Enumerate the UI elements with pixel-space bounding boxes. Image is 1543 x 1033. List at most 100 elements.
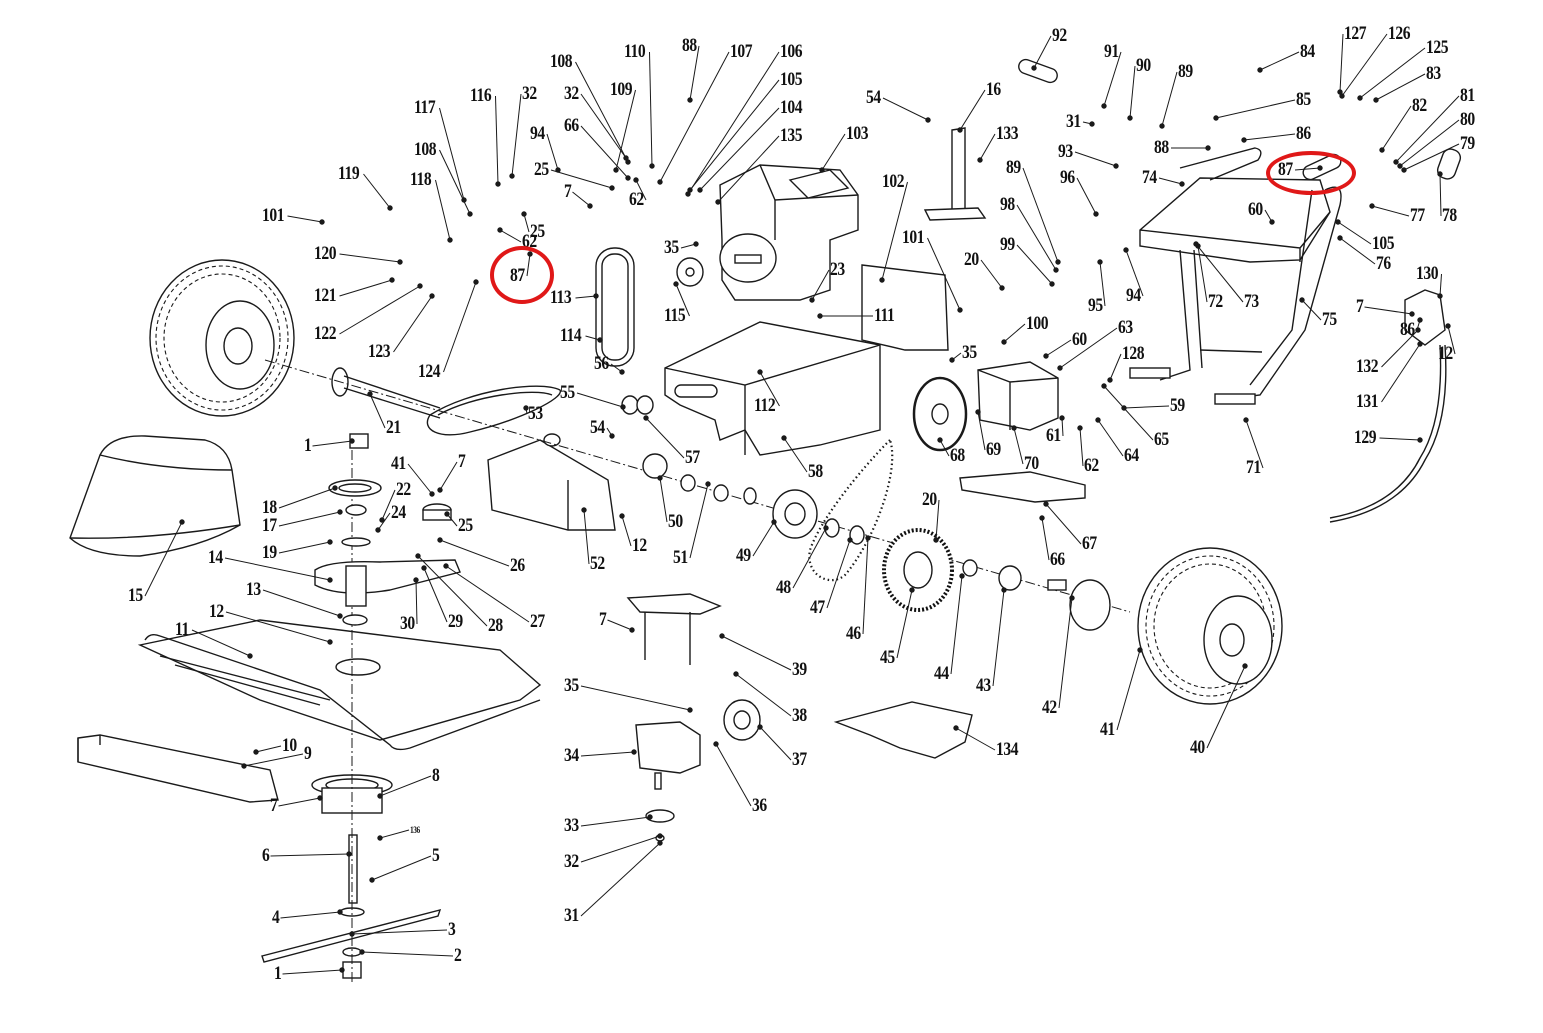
leader-dot-13	[337, 613, 343, 619]
leader-dot-7	[587, 203, 593, 209]
callout-75: 75	[1322, 309, 1337, 330]
leader-dot-1	[349, 438, 355, 444]
leader-dot-67	[1043, 501, 1049, 507]
transmission	[977, 361, 1059, 431]
callout-85: 85	[1296, 89, 1311, 110]
callout-99: 99	[1000, 234, 1015, 255]
callout-28: 28	[488, 615, 503, 636]
callout-106: 106	[780, 41, 803, 62]
leader-dot-24	[375, 527, 381, 533]
leader-line-73	[1195, 243, 1244, 303]
leader-line-18	[278, 487, 336, 509]
leader-dot-3	[349, 931, 355, 937]
leader-line-115	[675, 283, 690, 317]
callout-133: 133	[996, 123, 1019, 144]
leader-line-2	[361, 951, 454, 957]
leader-dot-80	[1397, 163, 1403, 169]
leader-dot-132	[1415, 327, 1421, 333]
leader-line-120	[339, 253, 401, 263]
leader-line-8	[379, 775, 432, 797]
leader-dot-82	[1379, 147, 1385, 153]
leader-dot-68	[937, 437, 943, 443]
leader-line-40	[1206, 665, 1246, 749]
highlight-circle-87-left	[490, 246, 554, 304]
callout-123: 123	[368, 341, 391, 362]
leader-line-62	[499, 229, 522, 243]
leader-dot-88	[1205, 145, 1211, 151]
leader-dot-30	[413, 577, 419, 583]
callout-95: 95	[1088, 295, 1103, 316]
callout-25: 25	[458, 515, 473, 536]
leader-dot-10	[253, 749, 259, 755]
leader-line-5	[371, 855, 432, 881]
leader-line-80	[1399, 119, 1460, 167]
leader-line-13	[262, 589, 341, 617]
leader-dot-18	[332, 485, 338, 491]
leader-dot-15	[179, 519, 185, 525]
callout-89: 89	[1006, 157, 1021, 178]
leader-dot-39	[719, 633, 725, 639]
leader-line-135	[717, 135, 780, 203]
leader-dot-51	[705, 481, 711, 487]
callout-11: 11	[175, 619, 189, 640]
leader-dot-28	[415, 553, 421, 559]
callout-54: 54	[590, 417, 605, 438]
callout-35: 35	[564, 675, 579, 696]
leader-dot-7	[437, 487, 443, 493]
leader-line-78	[1439, 173, 1442, 217]
leader-line-17	[278, 511, 341, 527]
callout-108: 108	[550, 51, 573, 72]
leader-dot-99	[1049, 281, 1055, 287]
skid-plate	[833, 701, 973, 759]
leader-line-102	[881, 181, 908, 281]
leader-dot-4	[337, 909, 343, 915]
callout-62: 62	[1084, 455, 1099, 476]
leader-line-65	[1103, 385, 1154, 441]
leader-dot-65	[1101, 383, 1107, 389]
callout-100: 100	[1026, 313, 1049, 334]
callout-119: 119	[338, 163, 360, 184]
leader-line-41	[1116, 649, 1141, 731]
left-wheel	[149, 259, 295, 417]
front-bracket	[77, 734, 279, 803]
callout-63: 63	[1118, 317, 1133, 338]
leader-dot-41	[429, 491, 435, 497]
callout-81: 81	[1460, 85, 1475, 106]
leader-dot-6	[346, 851, 352, 857]
drive-chain	[808, 437, 894, 582]
leader-dot-105	[1335, 219, 1341, 225]
callout-55: 55	[560, 382, 575, 403]
leader-dot-66	[625, 175, 631, 181]
leader-line-19	[278, 541, 331, 554]
leader-dot-36	[713, 741, 719, 747]
leader-line-89	[1022, 167, 1059, 263]
leader-line-85	[1215, 99, 1296, 119]
callout-117: 117	[414, 97, 436, 118]
leader-line-82	[1381, 105, 1412, 151]
callout-116: 116	[470, 85, 492, 106]
leader-line-27	[445, 565, 530, 623]
leader-line-109	[615, 89, 636, 171]
leader-dot-73	[1193, 241, 1199, 247]
leader-line-119	[363, 173, 391, 209]
callout-94: 94	[1126, 285, 1141, 306]
leader-dot-120	[397, 259, 403, 265]
belt-53	[426, 385, 561, 436]
leader-dot-57	[643, 415, 649, 421]
callout-83: 83	[1426, 63, 1441, 84]
leader-line-128	[1109, 353, 1122, 381]
leader-dot-86	[1417, 317, 1423, 323]
leader-dot-78	[1437, 171, 1443, 177]
leader-line-33	[580, 816, 651, 827]
leader-dot-89	[1055, 259, 1061, 265]
leader-line-11	[191, 629, 251, 657]
leader-dot-85	[1213, 115, 1219, 121]
callout-18: 18	[262, 497, 277, 518]
callout-105: 105	[1372, 233, 1395, 254]
leader-dot-94	[555, 167, 561, 173]
callout-94: 94	[530, 123, 545, 144]
leader-dot-58	[781, 435, 787, 441]
callout-88: 88	[1154, 137, 1169, 158]
leader-dot-71	[1243, 417, 1249, 423]
leader-line-64	[1097, 419, 1124, 457]
